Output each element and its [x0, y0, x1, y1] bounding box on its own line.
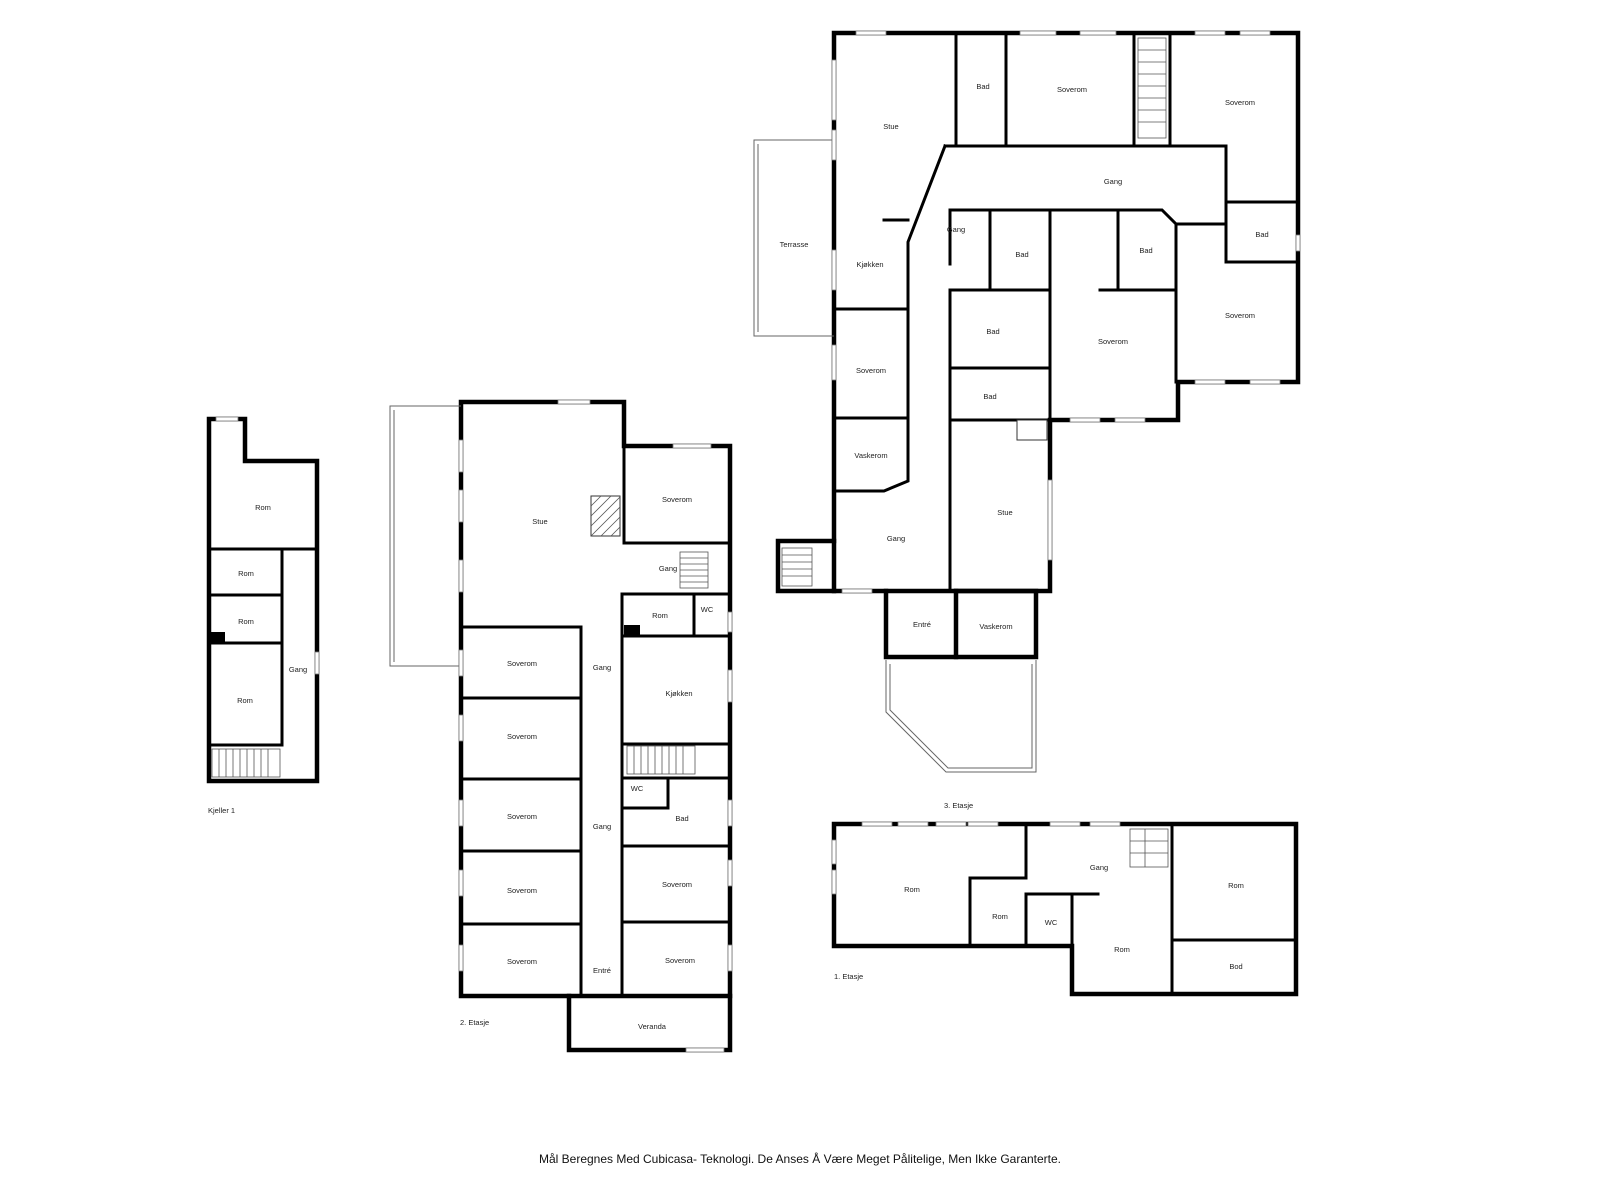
room-label: Rom: [652, 611, 668, 620]
room-label: Rom: [1114, 945, 1130, 954]
room-label: Soverom: [507, 957, 537, 966]
room-label: Soverom: [665, 956, 695, 965]
room-label: Kjøkken: [665, 689, 692, 698]
room-label: Rom: [255, 503, 271, 512]
room-label: Bad: [675, 814, 688, 823]
room-label: Veranda: [638, 1022, 667, 1031]
room-label: Rom: [1228, 881, 1244, 890]
room-label: Gang: [289, 665, 307, 674]
room-label: Gang: [947, 225, 965, 234]
room-label: Soverom: [1225, 311, 1255, 320]
disclaimer-text: Mål Beregnes Med Cubicasa- Teknologi. De…: [538, 1152, 1062, 1166]
floor-label: 3. Etasje: [944, 801, 973, 810]
room-label: Bad: [1015, 250, 1028, 259]
room-label: Gang: [1104, 177, 1122, 186]
room-label: Bad: [986, 327, 999, 336]
room-label: WC: [1045, 918, 1058, 927]
room-label: Gang: [659, 564, 677, 573]
room-label: Bad: [1139, 246, 1152, 255]
room-label: Bad: [983, 392, 996, 401]
room-label: Soverom: [507, 659, 537, 668]
room-label: Soverom: [507, 812, 537, 821]
room-label: Stue: [532, 517, 547, 526]
room-label: Gang: [887, 534, 905, 543]
floor-etasje-3: Bad Soverom Soverom Stue Gang Terrasse G…: [753, 30, 1301, 810]
floor-etasje-1: Rom Gang Rom Rom WC Rom Bod 1. Etasje: [831, 821, 1299, 997]
room-label: WC: [631, 784, 644, 793]
room-label: Soverom: [507, 886, 537, 895]
room-label: Stue: [883, 122, 898, 131]
room-label: Soverom: [507, 732, 537, 741]
room-label: Soverom: [1225, 98, 1255, 107]
room-label: Rom: [238, 617, 254, 626]
floor-label: Kjeller 1: [208, 806, 235, 815]
floor-kjeller: Rom Rom Rom Rom Gang Kjeller 1: [206, 416, 320, 815]
room-label: Soverom: [856, 366, 886, 375]
room-label: Entré: [913, 620, 931, 629]
room-label: Soverom: [1057, 85, 1087, 94]
room-label: Soverom: [1098, 337, 1128, 346]
room-label: Rom: [904, 885, 920, 894]
room-label: Gang: [593, 663, 611, 672]
room-label: Rom: [238, 569, 254, 578]
room-label: Kjøkken: [856, 260, 883, 269]
room-label: Bad: [976, 82, 989, 91]
floor-etasje-2: Stue Soverom Gang Rom WC Soverom Gang Kj…: [389, 399, 733, 1053]
room-label: Gang: [1090, 863, 1108, 872]
room-label: Stue: [997, 508, 1012, 517]
room-label: Rom: [237, 696, 253, 705]
room-label: Gang: [593, 822, 611, 831]
room-label: Entré: [593, 966, 611, 975]
floor-label: 1. Etasje: [834, 972, 863, 981]
room-label: Rom: [992, 912, 1008, 921]
room-label: Vaskerom: [979, 622, 1012, 631]
room-label: Vaskerom: [854, 451, 887, 460]
room-label: Soverom: [662, 880, 692, 889]
room-label: Soverom: [662, 495, 692, 504]
room-label: WC: [701, 605, 714, 614]
room-label: Bod: [1229, 962, 1242, 971]
floor-label: 2. Etasje: [460, 1018, 489, 1027]
room-label: Bad: [1255, 230, 1268, 239]
room-label: Terrasse: [780, 240, 809, 249]
